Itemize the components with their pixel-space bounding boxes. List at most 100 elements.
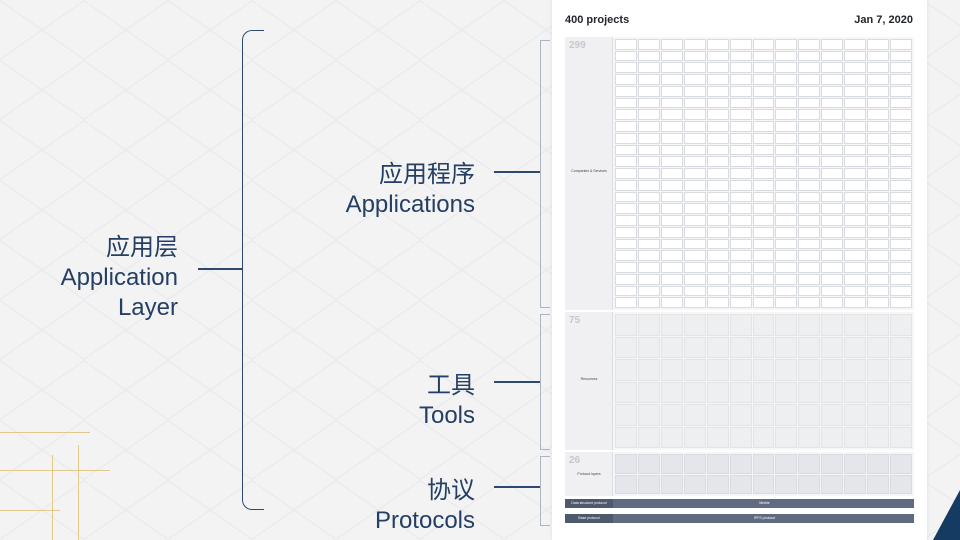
- project-tile: [798, 109, 821, 121]
- project-tile: [775, 97, 798, 109]
- project-tile: [821, 215, 844, 226]
- project-tile: [683, 156, 706, 168]
- project-tile: [683, 109, 706, 121]
- project-tile: [660, 426, 683, 448]
- project-tile: [660, 215, 683, 226]
- project-tile: [683, 50, 706, 62]
- project-tile: [615, 74, 637, 85]
- project-tile: [821, 144, 844, 156]
- project-tile: [798, 454, 821, 474]
- project-tile: [821, 97, 844, 109]
- project-tile: [890, 454, 912, 474]
- project-tile: [615, 314, 637, 336]
- project-tile: [798, 381, 821, 403]
- project-tile: [660, 203, 683, 215]
- project-tile: [729, 297, 752, 308]
- project-tile: [660, 404, 683, 426]
- project-tile: [867, 85, 890, 97]
- project-tile: [660, 359, 683, 381]
- project-tile: [660, 250, 683, 262]
- project-tile: [706, 179, 729, 191]
- project-tile: [637, 285, 660, 297]
- project-tile: [775, 454, 798, 474]
- project-tile: [683, 426, 706, 448]
- project-tile: [775, 132, 798, 144]
- project-tile: [775, 85, 798, 97]
- project-tile: [867, 132, 890, 144]
- project-tile: [798, 50, 821, 62]
- project-tile: [706, 85, 729, 97]
- project-tile: [683, 132, 706, 144]
- project-tile: [775, 474, 798, 494]
- project-tile: [867, 238, 890, 250]
- project-tile: [798, 97, 821, 109]
- project-tile: [844, 50, 867, 62]
- project-tile: [752, 454, 775, 474]
- poster-date: Jan 7, 2020: [854, 14, 913, 26]
- tools-en: Tools: [418, 402, 475, 429]
- project-tile: [752, 144, 775, 156]
- project-tile: [706, 426, 729, 448]
- data-structure-bar-value: Merkle: [759, 501, 770, 505]
- project-tile: [637, 336, 660, 358]
- project-tile: [660, 454, 683, 474]
- project-tile: [729, 121, 752, 132]
- project-tile: [729, 109, 752, 121]
- tools-connector: [494, 381, 540, 383]
- layer-connector: [198, 268, 242, 270]
- project-tile: [706, 273, 729, 285]
- project-tile: [821, 203, 844, 215]
- project-tile: [775, 404, 798, 426]
- project-tile: [683, 62, 706, 74]
- project-tile: [775, 336, 798, 358]
- project-tile: [683, 121, 706, 132]
- applications-cn: 应用程序: [379, 161, 475, 188]
- tools-side: 75 Resources: [565, 312, 613, 450]
- project-tile: [729, 203, 752, 215]
- project-tile: [660, 156, 683, 168]
- project-tile: [683, 238, 706, 250]
- project-tile: [821, 50, 844, 62]
- project-tile: [798, 39, 821, 50]
- project-tile: [821, 250, 844, 262]
- project-tile: [706, 238, 729, 250]
- applications-en: Applications: [345, 191, 475, 218]
- tools-count: 75: [569, 315, 581, 326]
- project-tile: [706, 74, 729, 85]
- tools-section: 75 Resources: [565, 312, 914, 450]
- project-tile: [683, 359, 706, 381]
- project-tile: [729, 314, 752, 336]
- project-tile: [683, 404, 706, 426]
- project-tile: [706, 144, 729, 156]
- project-tile: [660, 336, 683, 358]
- project-tile: [752, 97, 775, 109]
- project-tile: [821, 62, 844, 74]
- project-tile: [890, 426, 912, 448]
- project-tile: [821, 297, 844, 308]
- project-tile: [729, 226, 752, 238]
- tools-cn: 工具: [427, 372, 475, 399]
- applications-section: 299 Companies & Services: [565, 37, 914, 310]
- project-tile: [890, 474, 912, 494]
- project-tile: [775, 381, 798, 403]
- project-tile: [637, 262, 660, 273]
- protocols-side: 26 Protocol layers: [565, 452, 613, 496]
- project-tile: [867, 273, 890, 285]
- gold-line-3: [52, 455, 53, 540]
- applications-side: 299 Companies & Services: [565, 37, 613, 310]
- project-tile: [660, 62, 683, 74]
- project-tile: [821, 74, 844, 85]
- project-tile: [660, 74, 683, 85]
- project-tile: [637, 474, 660, 494]
- project-tile: [844, 39, 867, 50]
- project-tile: [683, 262, 706, 273]
- base-protocol-bar-value: IPFS protocol: [753, 516, 776, 520]
- project-tile: [844, 454, 867, 474]
- project-tile: [615, 454, 637, 474]
- gold-line-4: [78, 445, 79, 540]
- project-tile: [683, 273, 706, 285]
- project-tile: [637, 132, 660, 144]
- data-structure-bar-label: Data structure protocol: [565, 499, 613, 508]
- project-tile: [706, 297, 729, 308]
- project-tile: [821, 168, 844, 179]
